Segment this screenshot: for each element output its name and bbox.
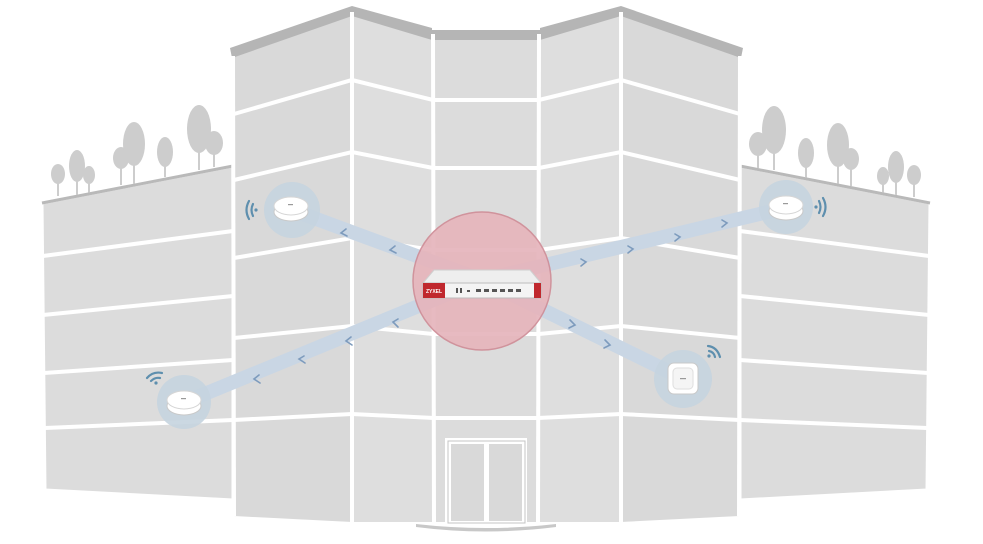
arrow-chevron (568, 319, 577, 329)
entrance-doors (445, 438, 527, 524)
ceiling-access-point-icon (768, 195, 804, 221)
building-right-wing (738, 164, 932, 502)
ceiling-access-point-icon (273, 196, 309, 222)
rooftop-trees-left (51, 105, 223, 196)
arrow-chevron (388, 245, 397, 254)
firewall-appliance-icon: ZYXEL (421, 269, 543, 299)
wifi-signal-icon (145, 371, 164, 385)
arrow-chevron (391, 318, 399, 328)
wifi-signal-icon (245, 199, 258, 221)
arrow-chevron (252, 374, 261, 384)
arrow-chevron (580, 258, 588, 267)
arrow-chevron (603, 339, 612, 349)
wifi-signal-icon (814, 196, 827, 218)
firewall-node: ZYXEL (412, 211, 552, 351)
access-point-top-left (245, 182, 320, 238)
access-point-bottom-right (654, 344, 722, 408)
arrow-chevron (344, 336, 353, 346)
access-point-bottom-left (145, 371, 211, 429)
arrow-chevron (339, 228, 348, 237)
building-main-tower (230, 6, 743, 532)
entrance-step (416, 524, 556, 532)
ceiling-access-point-icon (166, 390, 202, 416)
arrow-chevron (721, 219, 729, 228)
arrow-chevron (297, 355, 306, 364)
access-point-top-right (759, 180, 827, 234)
arrow-chevron (674, 233, 682, 242)
firewall-brand-label: ZYXEL (426, 289, 442, 295)
wall-access-point-icon (667, 362, 699, 395)
building-left-wing (40, 164, 235, 502)
wifi-signal-icon (706, 344, 722, 359)
rooftop-trees-right (749, 106, 921, 197)
arrow-chevron (627, 245, 635, 254)
